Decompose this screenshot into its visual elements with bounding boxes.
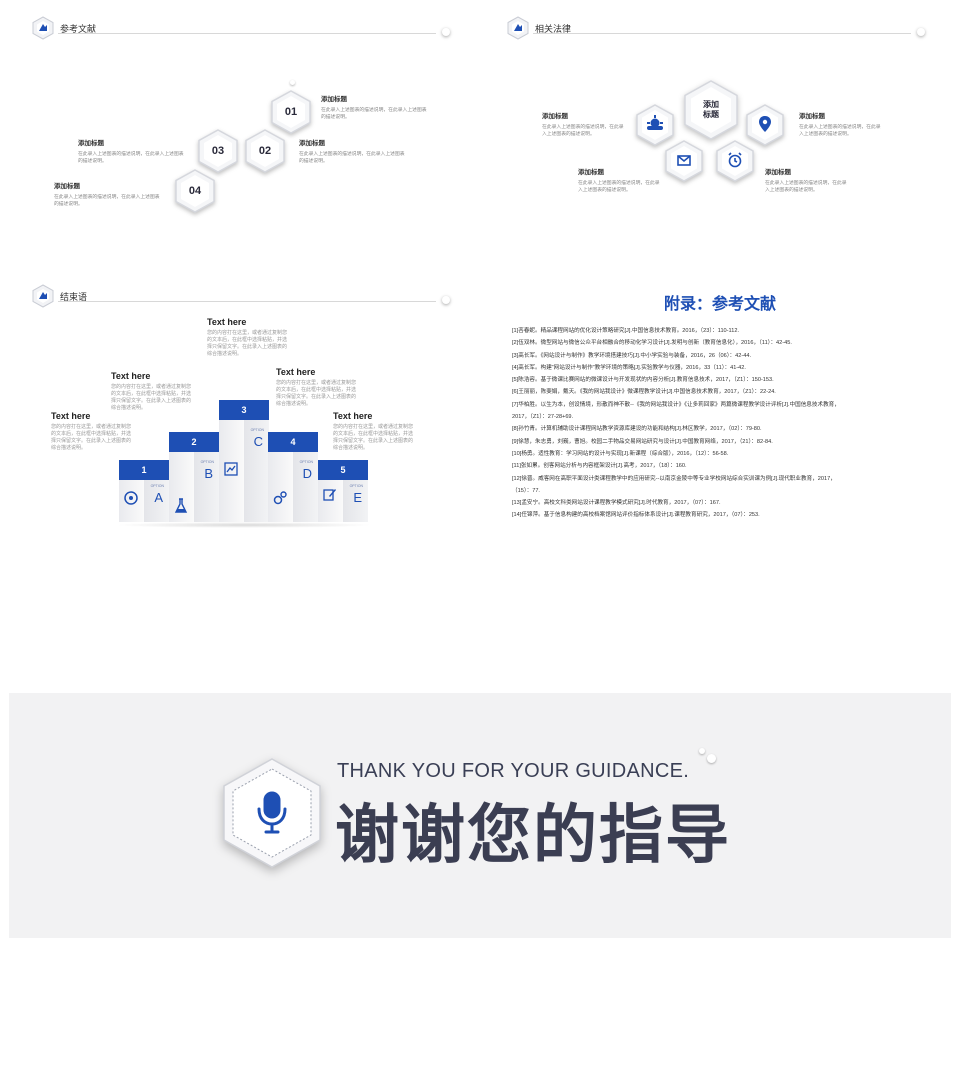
reference-item: [14]任锦萍。基于信息构建的高校档案馆网站评价指标体系设计[J].课程教育研究… [512, 512, 760, 519]
thank-you-chinese: 谢谢您的指导 [335, 799, 731, 873]
mail-icon [677, 155, 691, 166]
hex-center: 添加 标题 [684, 80, 738, 140]
microphone-icon [257, 791, 287, 834]
hex-03: 03 [198, 129, 238, 173]
hex-02: 02 [245, 129, 285, 173]
flask-icon [174, 498, 188, 513]
reference-item: [9]徐慧，朱志勇，刘巍，曹旭。校园二手物品交易网站研究与设计[J].中国教育网… [512, 438, 773, 445]
reference-list: [1]吝春妮。精品课程网站的优化设计策略研究[J].中国信息技术教育。2016，… [512, 325, 922, 522]
slide-title: 参考文献 [60, 24, 97, 34]
slide-header: 结束语 [32, 284, 452, 308]
text-here-4: Text here 您的内容打在这里，或者通过复制您的文本后，在此框中选择粘贴，… [51, 411, 132, 451]
reference-item: [8]孙竹青。计算机辅助设计课程网站教学资源库建设的功能和结构[J].林区教学，… [512, 426, 762, 433]
hex-weather [636, 104, 674, 146]
text-block-2: 添加标题 在此录入上述图表的描述说明，在此录入上述图表的描述说明。 [799, 113, 881, 137]
reference-item: [13]孟安宁。高校文科类网站设计课程教学模式研究[J].时代教育，2017，（… [512, 500, 721, 507]
text-block-2: 添加标题 在此录入上述图表的描述说明，在此录入上述图表的描述说明。 [299, 140, 405, 164]
alarm-clock-icon [728, 152, 742, 168]
hex-microphone [221, 757, 323, 869]
chart-icon [224, 462, 238, 476]
location-pin-icon [759, 116, 771, 132]
reference-item: [1]吝春妮。精品课程网站的优化设计策略研究[J].中国信息技术教育。2016，… [512, 328, 739, 334]
thank-you-english: THANK YOU FOR YOUR GUIDANCE. [337, 760, 690, 782]
slide-related-law: 相关法律 添加 标题 添加标题 在此录入上述图表的描述说明，在此录入上述图表的描… [475, 0, 945, 265]
slide-header: 相关法律 [507, 16, 927, 40]
slide-title: 相关法律 [535, 24, 572, 34]
header-dot [442, 28, 450, 36]
header-dot [917, 28, 925, 36]
slide-thank-you: THANK YOU FOR YOUR GUIDANCE. 谢谢您的指导 [9, 693, 951, 938]
hex-04: 04 [175, 169, 215, 213]
hex-alarm [716, 140, 754, 182]
step-3: 3 OPTION C [219, 400, 269, 522]
slide-references-hex: 参考文献 01 02 03 04 添加标题 在此录入上述图表的描述说明，在此录入… [0, 0, 470, 265]
reference-item: [7]华柏胜。以生为本，创设情境，形散而神不散--《我的网站我设计》《让多莉回家… [512, 401, 840, 408]
header-divider [533, 33, 911, 34]
reference-item: [12]徐晋。威客网在高职平面设计类课程教学中的应用研究--以南京金陵中等专业学… [512, 475, 836, 482]
text-here-5: Text here 您的内容打在这里，或者通过复制您的文本后，在此框中选择粘贴，… [333, 411, 414, 451]
text-here-2: Text here 您的内容打在这里，或者通过复制您的文本后，在此框中选择粘贴，… [111, 371, 192, 411]
text-block-1: 添加标题 在此录入上述图表的描述说明，在此录入上述图表的描述说明。 [542, 113, 624, 137]
gears-icon [273, 491, 287, 505]
logo-icon [32, 16, 54, 40]
text-here-1: Text here 您的内容打在这里，或者通过复制您的文本后，在此框中选择粘贴，… [207, 317, 288, 357]
text-here-3: Text here 您的内容打在这里，或者通过复制您的文本后，在此框中选择粘贴，… [276, 367, 357, 407]
text-block-4: 添加标题 在此录入上述图表的描述说明，在此录入上述图表的描述说明。 [54, 183, 160, 207]
reference-item: [2]伍双林。微型网站与微信公众平台相融合的移动化学习设计[J].发明与创新（教… [512, 340, 792, 347]
slide-header: 参考文献 [32, 16, 452, 40]
step-5: 5 OPTION E [318, 460, 368, 522]
reference-item: [11]张如累。创客网站分析与内容框架设计[J].高考，2017，（18）：16… [512, 463, 687, 470]
reference-item: 2017，（Z1）：27-28+69. [512, 414, 574, 421]
appendix-title: 附录：参考文献 [663, 296, 776, 313]
edit-icon [323, 489, 336, 501]
weather-icon [647, 115, 663, 130]
text-block-4: 添加标题 在此录入上述图表的描述说明，在此录入上述图表的描述说明。 [765, 169, 847, 193]
step-1: 1 OPTION A [119, 460, 169, 522]
reference-item: [4]高长军。构建“网站设计与制作”教学环境的策略[J].实验教学与仪器，201… [512, 364, 746, 371]
reference-item: [6]王丽丽，陈斐娟，戴天。《我的网站我设计》微课程教学设计[J].中国信息技术… [512, 389, 776, 396]
text-block-3: 添加标题 在此录入上述图表的描述说明，在此录入上述图表的描述说明。 [578, 169, 660, 193]
step-4: 4 OPTION D [268, 432, 318, 522]
reference-item: [10]杨勇。适性教育：学习网站的设计与实现[J].新课程（综合版），2016，… [512, 450, 729, 457]
text-block-1: 添加标题 在此录入上述图表的描述说明，在此录入上述图表的描述说明。 [321, 96, 427, 120]
steps-shadow [115, 522, 373, 528]
hex-mail [665, 140, 703, 182]
reference-item: [5]陈浩容。基于微课比赛网站的微课设计与开发现状的内容分析[J].教育信息技术… [512, 377, 774, 384]
logo-icon [32, 284, 54, 308]
refresh-icon [124, 491, 138, 505]
logo-icon [507, 16, 529, 40]
hex-location [746, 104, 784, 146]
decor-dot [290, 80, 295, 85]
reference-item: （15）：77. [512, 487, 540, 494]
step-2: 2 OPTION B [169, 432, 219, 522]
hex-01: 01 [271, 90, 311, 134]
reference-item: [3]高长军。《网站设计与制作》教学环境搭建技巧[J].中小学实验与装备，201… [512, 352, 752, 359]
header-dot [442, 296, 450, 304]
slide-title: 结束语 [60, 292, 88, 302]
slide-conclusion: 结束语 Text here 您的内容打在这里，或者通过复制您的文本后，在此框中选… [0, 270, 470, 535]
header-divider [58, 33, 436, 34]
text-block-3: 添加标题 在此录入上述图表的描述说明，在此录入上述图表的描述说明。 [78, 140, 184, 164]
header-divider [58, 301, 436, 302]
